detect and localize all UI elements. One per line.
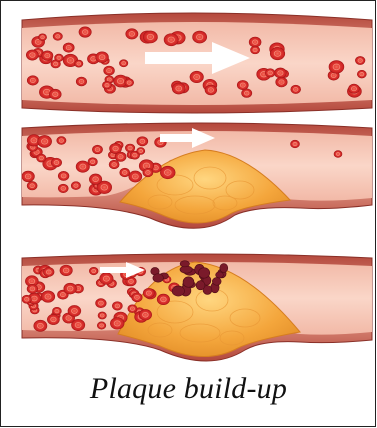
red-blood-cell xyxy=(125,79,134,87)
red-blood-cell xyxy=(53,32,62,40)
red-blood-cell xyxy=(102,81,111,89)
red-blood-cell xyxy=(60,265,72,276)
red-blood-cell xyxy=(26,50,38,60)
red-blood-cell xyxy=(250,46,259,54)
red-blood-cell xyxy=(274,68,286,78)
red-blood-cell xyxy=(357,70,366,78)
red-blood-cell xyxy=(76,77,86,86)
panel-blocked xyxy=(22,254,372,361)
red-blood-cell xyxy=(34,320,47,331)
red-blood-cell xyxy=(129,171,142,182)
red-blood-cell xyxy=(49,89,61,99)
clot-particle xyxy=(153,274,164,282)
red-blood-cell xyxy=(52,307,61,315)
red-blood-cell xyxy=(38,34,46,41)
red-blood-cell xyxy=(291,85,301,93)
red-blood-cell xyxy=(110,318,124,330)
red-blood-cell xyxy=(57,137,66,145)
red-blood-cell xyxy=(71,182,80,190)
red-blood-cell xyxy=(68,305,81,316)
red-blood-cell xyxy=(92,145,102,154)
red-blood-cell xyxy=(38,135,52,147)
red-blood-cell xyxy=(47,314,59,324)
red-blood-cell xyxy=(270,47,285,59)
red-blood-cell xyxy=(58,184,68,193)
red-blood-cell xyxy=(119,60,127,67)
clot-particle xyxy=(216,272,224,278)
red-blood-cell xyxy=(276,77,288,87)
red-blood-cell xyxy=(63,43,74,52)
panel-healthy xyxy=(22,13,372,113)
clot-particle xyxy=(172,286,184,296)
red-blood-cell xyxy=(115,152,126,161)
red-blood-cell xyxy=(172,83,185,94)
red-blood-cell xyxy=(89,267,98,274)
red-blood-cell xyxy=(96,52,109,63)
red-blood-cell xyxy=(205,85,217,95)
red-blood-cell xyxy=(97,322,106,329)
red-blood-cell xyxy=(27,181,37,190)
red-blood-cell xyxy=(128,305,137,313)
red-blood-cell xyxy=(96,299,107,308)
red-blood-cell xyxy=(249,37,261,47)
red-blood-cell xyxy=(143,168,153,177)
red-blood-cell xyxy=(112,302,122,311)
red-blood-cell xyxy=(137,137,148,146)
clot-particle xyxy=(212,278,221,286)
red-blood-cell xyxy=(89,174,101,185)
red-blood-cell xyxy=(237,80,248,89)
red-blood-cell xyxy=(190,71,204,82)
red-blood-cell xyxy=(79,27,91,38)
clot-particle xyxy=(196,281,205,290)
red-blood-cell xyxy=(137,148,145,155)
red-blood-cell xyxy=(193,31,207,43)
red-blood-cell xyxy=(22,171,35,182)
red-blood-cell xyxy=(291,140,300,148)
red-blood-cell xyxy=(349,84,360,93)
red-blood-cell xyxy=(100,273,113,284)
red-blood-cell xyxy=(37,154,46,162)
red-blood-cell xyxy=(64,283,77,294)
red-blood-cell xyxy=(41,291,55,303)
red-blood-cell xyxy=(265,69,275,77)
red-blood-cell xyxy=(22,295,32,303)
clot-particle xyxy=(183,277,194,287)
red-blood-cell xyxy=(55,54,64,61)
red-blood-cell xyxy=(355,56,365,64)
red-blood-cell xyxy=(164,34,178,46)
clot-particle xyxy=(198,268,209,278)
red-blood-cell xyxy=(143,288,154,298)
red-blood-cell xyxy=(125,144,134,152)
red-blood-cell xyxy=(51,158,61,167)
red-blood-cell xyxy=(126,29,138,39)
red-blood-cell xyxy=(27,284,38,293)
red-blood-cell xyxy=(43,267,54,276)
clot-particle xyxy=(220,264,228,273)
red-blood-cell xyxy=(58,171,69,180)
clot-particle xyxy=(180,261,189,267)
red-blood-cell xyxy=(104,66,115,75)
red-blood-cell xyxy=(42,51,53,61)
red-blood-cell xyxy=(75,60,83,67)
red-blood-cell xyxy=(98,312,106,319)
red-blood-cell xyxy=(334,151,342,158)
panel-partial-plaque xyxy=(22,123,372,228)
red-blood-cell xyxy=(143,31,157,43)
red-blood-cell xyxy=(27,76,38,85)
red-blood-cell xyxy=(109,160,119,169)
red-blood-cell xyxy=(132,293,143,302)
red-blood-cell xyxy=(139,309,152,320)
red-blood-cell xyxy=(157,294,169,305)
red-blood-cell xyxy=(76,161,89,172)
diagram-caption: Plaque build-up xyxy=(0,372,377,406)
red-blood-cell xyxy=(160,166,175,179)
red-blood-cell xyxy=(329,61,344,74)
red-blood-cell xyxy=(120,168,130,177)
